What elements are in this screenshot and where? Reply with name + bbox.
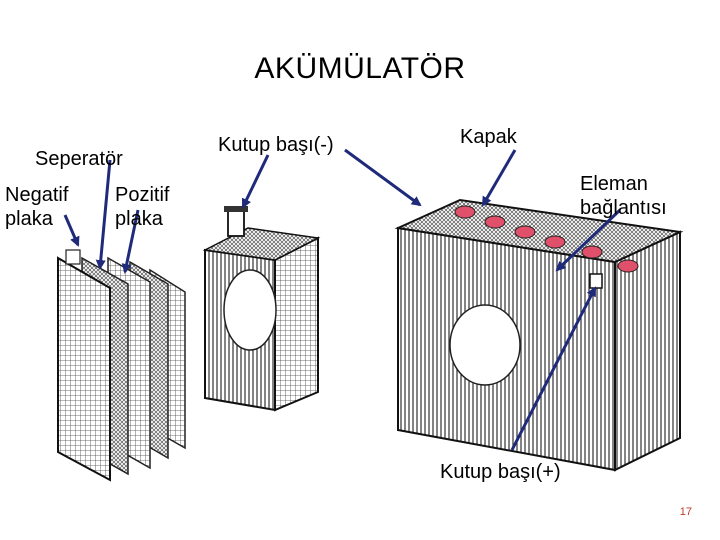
negative-terminal-post [227, 209, 245, 237]
label-negative-plate: Negatif plaka [5, 184, 69, 230]
label-separator: Seperatör [35, 148, 123, 170]
cutaway-window [449, 304, 521, 386]
callout-arrows [63, 148, 622, 451]
arrow-cover-a [344, 148, 422, 207]
cell-caps [454, 205, 639, 273]
label-terminal-positive: Kutup başı(+) [440, 461, 561, 483]
arrow-separator [95, 159, 112, 270]
arrow-negative-plate [63, 214, 80, 247]
label-cell-connection: Eleman bağlantısı [580, 173, 667, 219]
page-number: 17 [679, 506, 692, 518]
arrow-cell-connection [555, 208, 622, 272]
plate-stack [57, 249, 186, 482]
slide-title: AKÜMÜLATÖR [254, 52, 466, 85]
battery-case [394, 198, 684, 472]
plate-lug [65, 249, 81, 265]
positive-terminal-post [589, 273, 603, 289]
label-positive-plate: Pozitif plaka [115, 184, 170, 230]
arrow-terminal-negative [241, 154, 270, 209]
arrow-terminal-positive [510, 286, 597, 451]
label-cover: Kapak [460, 126, 517, 148]
arrow-cover-b [481, 149, 517, 207]
cell-element [202, 206, 321, 412]
plate-front [57, 256, 111, 482]
label-terminal-negative: Kutup başı(-) [218, 134, 334, 156]
arrow-positive-plate [121, 209, 140, 274]
